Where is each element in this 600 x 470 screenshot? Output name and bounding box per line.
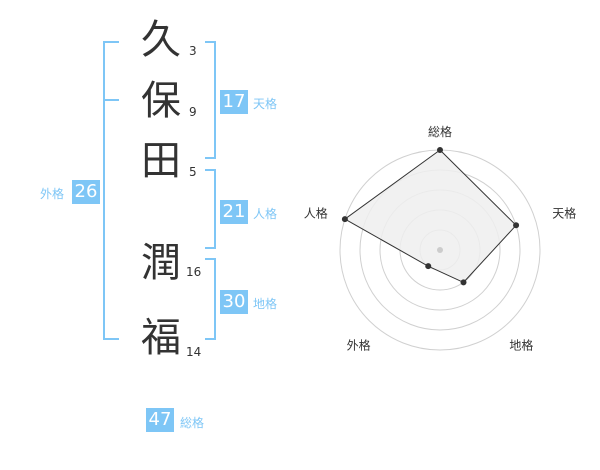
stroke-count-2: 9 <box>189 105 197 119</box>
tenkaku-bracket-vertical <box>214 41 216 159</box>
radar-axis-label-1: 総格 <box>428 124 452 139</box>
radar-axis-label-4: 外格 <box>347 337 371 352</box>
radar-point-2 <box>513 222 520 229</box>
gaikaku-bracket-mid <box>103 99 119 101</box>
tenkaku-value-badge: 17 <box>220 90 248 114</box>
radar-point-4 <box>425 263 432 270</box>
chikaku-value-badge: 30 <box>220 290 248 314</box>
chikaku-bracket-vertical <box>214 258 216 340</box>
gaikaku-value-badge: 26 <box>72 180 100 204</box>
stroke-count-3: 5 <box>189 165 197 179</box>
radar-points <box>341 147 520 286</box>
tenkaku-label: 天格 <box>253 97 278 111</box>
gaikaku-bracket-bottom <box>103 338 119 340</box>
jinkaku-value-badge: 21 <box>220 200 248 224</box>
gaikaku-bracket-vertical <box>103 41 105 340</box>
name-char-3: 田 <box>141 138 181 184</box>
chikaku-label: 地格 <box>253 297 278 311</box>
radar-axis-label-3: 地格 <box>509 337 533 352</box>
name-char-5: 福 <box>141 315 181 361</box>
tenkaku-bracket-bottom <box>205 157 216 159</box>
radar-point-3 <box>460 279 467 286</box>
name-char-4: 潤 <box>141 240 181 286</box>
jinkaku-bracket-top <box>205 169 216 171</box>
jinkaku-bracket-vertical <box>214 169 216 249</box>
jinkaku-label: 人格 <box>253 207 278 221</box>
radar-data-polygon <box>343 149 517 284</box>
soukaku-label: 総格 <box>180 416 205 430</box>
radar-point-1 <box>437 147 443 153</box>
stroke-count-5: 14 <box>186 345 202 359</box>
chikaku-bracket-top <box>205 258 216 260</box>
gaikaku-label: 外格 <box>40 187 65 201</box>
name-char-2: 保 <box>141 78 181 124</box>
radar-axis-label-2: 天格 <box>552 206 576 221</box>
tenkaku-bracket-top <box>205 41 216 43</box>
chikaku-bracket-bottom <box>205 338 216 340</box>
radar-center-dot <box>437 247 443 253</box>
soukaku-value-badge: 47 <box>146 408 174 432</box>
gaikaku-bracket-top <box>103 41 119 43</box>
stroke-count-4: 16 <box>186 265 202 279</box>
name-char-1: 久 <box>141 17 181 63</box>
radar-point-5 <box>341 216 348 223</box>
jinkaku-bracket-bottom <box>205 247 216 249</box>
stroke-count-1: 3 <box>189 44 197 58</box>
radar-axis-label-5: 人格 <box>304 206 328 221</box>
